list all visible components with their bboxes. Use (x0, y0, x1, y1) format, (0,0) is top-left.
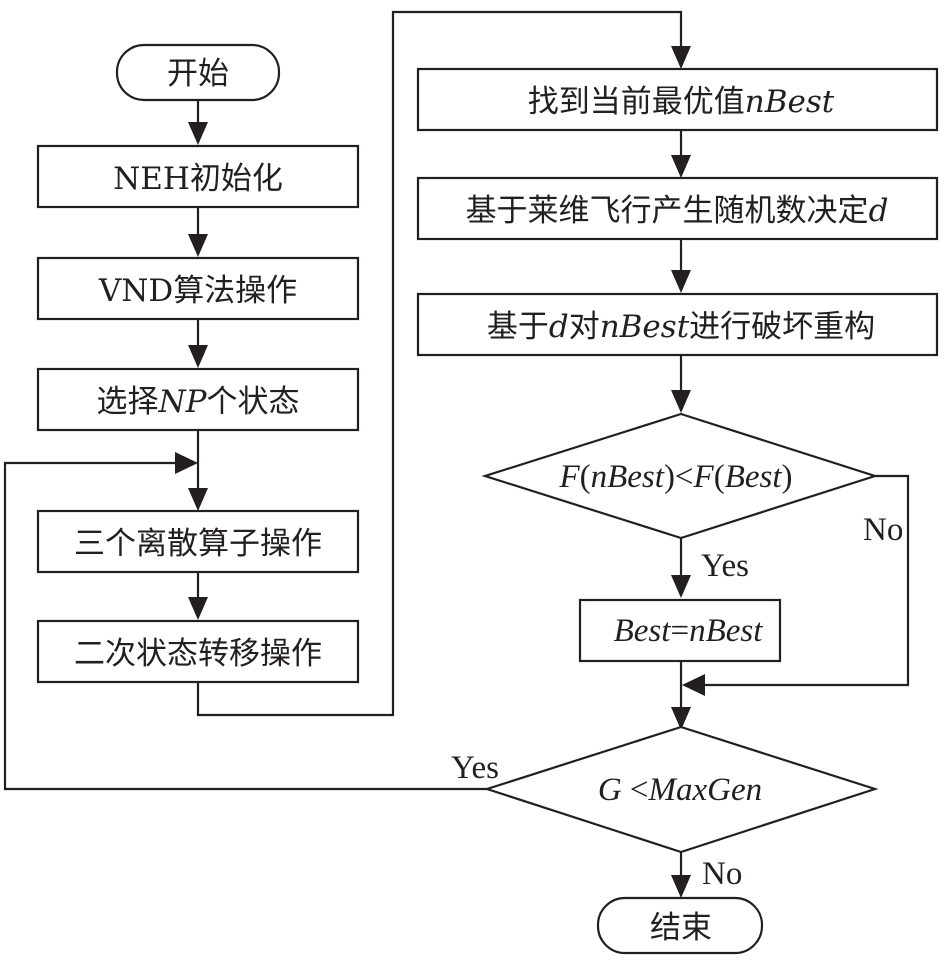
compare-label: F(nBest)<F(Best) (558, 459, 792, 495)
arrow-head (188, 488, 208, 511)
label-fragment: 进行破坏重构 (689, 309, 875, 345)
label-fragment: NP (158, 384, 208, 420)
label-fragment: 初始化 (190, 161, 283, 197)
label-fragment: Best (614, 613, 672, 649)
label-fragment: 算法操作 (173, 273, 297, 309)
edge-labels: Yes No Yes No (451, 512, 903, 892)
cond1-yes-label: Yes (701, 548, 749, 584)
label-fragment: nBest (600, 309, 690, 345)
end-terminal (596, 896, 764, 955)
arrow-head (175, 452, 198, 474)
discrete-label: 三个离散算子操作 (74, 526, 322, 562)
arrow-head (671, 575, 691, 598)
start-terminal (115, 43, 281, 102)
vnd-label: VND算法操作 (98, 273, 297, 309)
arrow-head (671, 270, 691, 293)
arrow-head (188, 234, 208, 257)
label-fragment: 个状态 (206, 384, 299, 420)
arrow-head (188, 122, 208, 145)
arrow-head (671, 46, 691, 69)
label-fragment: Best (725, 459, 783, 495)
label-fragment: nBest (745, 84, 835, 120)
arrow-head (188, 345, 208, 368)
arrow-head (671, 390, 691, 413)
process-neh (36, 144, 360, 209)
label-fragment: = (670, 613, 689, 649)
cond1-no-label: No (863, 512, 903, 548)
transfer-label: 二次状态转移操作 (74, 636, 322, 672)
label-fragment: F (558, 459, 580, 495)
levy-label: 基于莱维飞行产生随机数决定d (466, 193, 889, 229)
process-select (36, 367, 360, 432)
start-label: 开始 (167, 56, 229, 92)
edge-loop-back (3, 461, 487, 791)
label-fragment: 基于 (487, 309, 549, 345)
label-fragment: 找到当前最优值 (528, 84, 745, 120)
labels: 开始 NEH初始化 VND算法操作 选择NP个状态 三个离散算子操作 二次状态转… (74, 56, 888, 946)
edge-cond1-no (700, 474, 910, 687)
label-fragment: d (549, 309, 569, 345)
find-best-label: 找到当前最优值nBest (528, 84, 835, 120)
assign-label: Best=nBest (614, 613, 764, 649)
label-fragment: d (869, 193, 889, 229)
cond2-no-label: No (702, 856, 742, 892)
label-fragment: G (598, 772, 622, 808)
decision-compare (481, 412, 879, 540)
select-label: 选择NP个状态 (97, 384, 300, 420)
process-discrete (36, 509, 360, 574)
arrow-head (188, 597, 208, 620)
arrow-head (671, 155, 691, 178)
end-label: 结束 (650, 910, 712, 946)
destroy-label: 基于d对nBest进行破坏重构 (487, 309, 875, 345)
label-fragment: ( (580, 459, 591, 495)
label-fragment: 二次状态转移操作 (74, 636, 322, 672)
arrow-head (671, 875, 691, 898)
label-fragment: VND (98, 273, 173, 309)
label-fragment: nBest (689, 613, 763, 649)
label-fragment: nBest (591, 459, 665, 495)
label-fragment: 选择 (97, 384, 159, 420)
decision-maxgen (483, 725, 879, 854)
cond2-yes-label: Yes (451, 750, 499, 786)
process-levy (416, 176, 939, 241)
label-fragment: MaxGen (648, 772, 763, 808)
label-fragment: ) (782, 459, 793, 495)
label-fragment: 基于莱维飞行产生随机数决定 (466, 193, 869, 229)
edge-transfer-findbest (196, 10, 683, 717)
label-fragment: F (693, 459, 715, 495)
label-fragment: ( (714, 459, 725, 495)
label-fragment: )< (664, 459, 694, 495)
process-find-best (416, 67, 939, 132)
label-fragment: NEH (113, 161, 190, 197)
connectors (3, 10, 910, 898)
process-destroy (416, 292, 939, 357)
process-vnd (36, 256, 360, 321)
label-fragment: 对 (569, 309, 600, 345)
label-fragment: < (622, 772, 649, 808)
process-transfer (36, 619, 360, 684)
neh-label: NEH初始化 (113, 161, 283, 197)
arrow-head (671, 707, 691, 730)
nodes (36, 43, 939, 955)
arrow-head (682, 674, 705, 696)
label-fragment: 三个离散算子操作 (74, 526, 322, 562)
maxgen-label: G <MaxGen (598, 772, 762, 808)
process-assign (578, 598, 782, 663)
